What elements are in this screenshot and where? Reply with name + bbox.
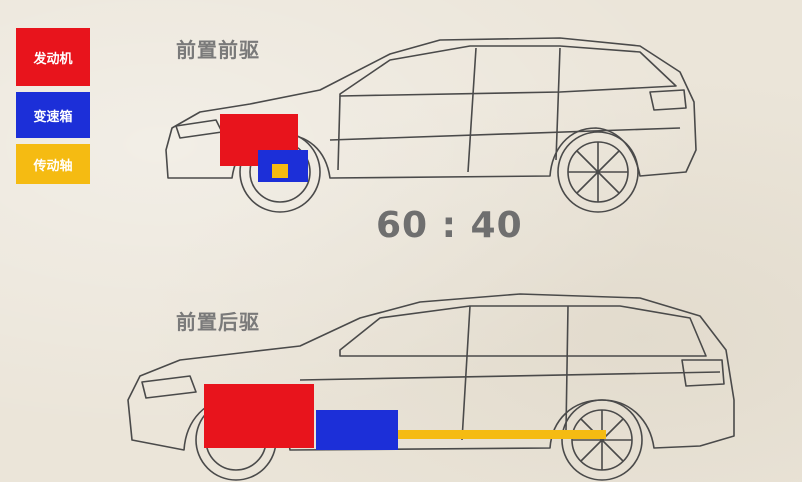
wagon-gearbox-block — [316, 410, 398, 450]
wagon-beltline — [299, 371, 721, 381]
wagon-engine-block — [204, 384, 314, 448]
hatchback-window-line — [339, 45, 677, 97]
wagon-window-line — [339, 305, 707, 357]
hatchback-door-lines — [337, 47, 561, 173]
legend-driveshaft-label: 传动轴 — [33, 158, 73, 174]
legend-gearbox: 变速箱 — [16, 92, 90, 138]
hatchback-rear-wheel — [557, 131, 639, 213]
hatchback-driveshaft-mark — [272, 164, 288, 178]
legend-engine: 发动机 — [16, 28, 90, 86]
wagon-taillight — [681, 359, 725, 387]
legend-engine-label: 发动机 — [33, 51, 73, 67]
wagon-door-lines — [461, 305, 569, 441]
weight-ratio: 60 : 40 — [376, 205, 523, 246]
bottom-diagram-title: 前置后驱 — [176, 310, 260, 334]
wagon-rear-wheel — [561, 399, 643, 481]
hatchback-taillight — [649, 89, 687, 111]
hatchback-beltline — [329, 127, 681, 141]
top-diagram-title: 前置前驱 — [176, 38, 260, 62]
legend-driveshaft: 传动轴 — [16, 144, 90, 184]
wagon-headlight — [141, 375, 197, 399]
legend-gearbox-label: 变速箱 — [33, 109, 73, 125]
wagon-driveshaft — [398, 430, 606, 439]
